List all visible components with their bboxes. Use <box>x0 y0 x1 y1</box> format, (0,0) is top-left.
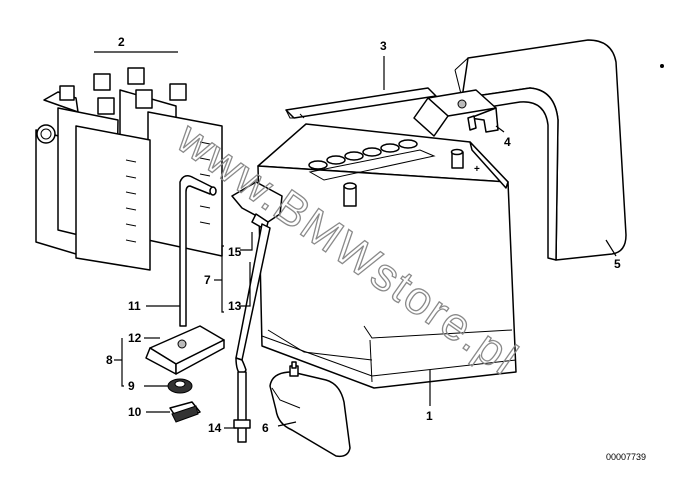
hold-down-bracket-drawing <box>413 89 499 137</box>
callout-13: 13 <box>228 299 242 313</box>
mounting-bracket-drawing <box>145 325 225 375</box>
callout-7: 7 <box>204 273 211 287</box>
leader-lines <box>94 51 617 429</box>
callout-1: 1 <box>426 409 433 423</box>
callout-5: 5 <box>614 257 621 271</box>
callout-4: 4 <box>504 135 511 149</box>
callout-15: 15 <box>228 245 242 259</box>
callout-11: 11 <box>128 299 141 313</box>
callout-labels: 2 3 4 5 1 6 7 15 13 11 12 8 9 10 14 <box>106 35 621 435</box>
callout-9: 9 <box>128 379 135 393</box>
terminal-cover-strip-drawing <box>285 87 437 119</box>
callout-10: 10 <box>128 405 142 419</box>
battery-drawing: + <box>257 123 517 389</box>
grommet-drawing <box>167 378 193 394</box>
callout-2: 2 <box>118 35 125 49</box>
callout-12: 12 <box>128 331 142 345</box>
callout-14: 14 <box>208 421 222 435</box>
drawing-code: 00007739 <box>606 452 646 462</box>
callout-6: 6 <box>262 421 269 435</box>
callout-8: 8 <box>106 353 113 367</box>
bottle-cap-side <box>36 124 56 144</box>
fill-caps <box>308 139 436 181</box>
svg-text:+: + <box>474 164 480 175</box>
battery-terminals: + <box>343 148 480 207</box>
vent-hose-drawing <box>179 175 217 327</box>
callout-3: 3 <box>380 39 387 53</box>
acid-container-drawing <box>269 361 351 458</box>
vent-elbow-and-hose-drawing <box>231 181 283 443</box>
clip-drawing <box>169 401 201 423</box>
